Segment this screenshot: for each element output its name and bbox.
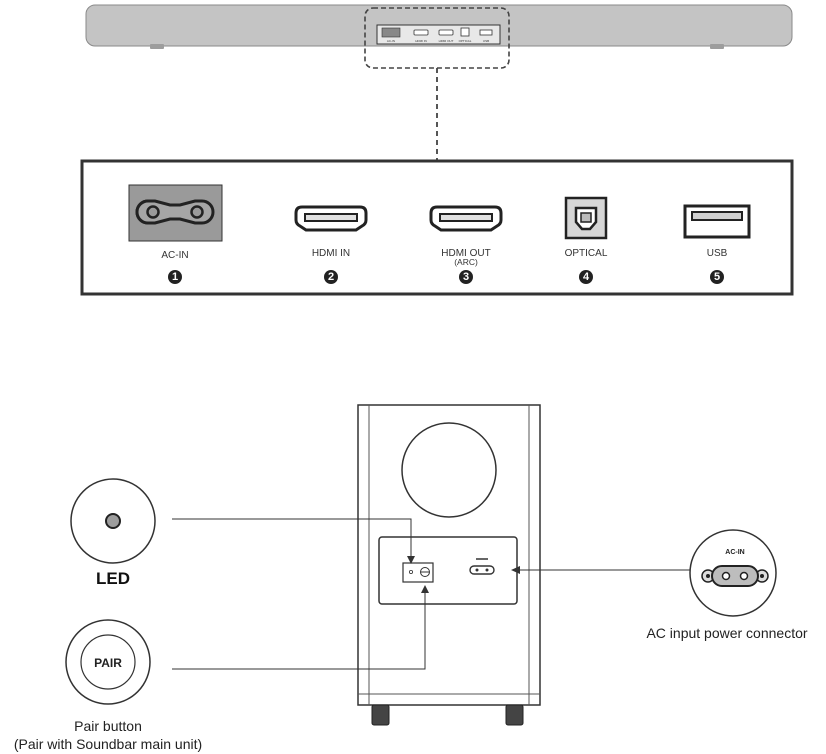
port-optical: OPTICAL 4	[564, 196, 608, 284]
optical-port-icon	[564, 196, 608, 240]
port-number-badge: 3	[459, 270, 473, 284]
led-indicator-icon	[105, 513, 121, 529]
soundbar-port-strip: AC-IN HDMI IN HDMI OUT OPTICAL USB	[376, 24, 501, 45]
pair-button	[80, 634, 136, 690]
port-label: OPTICAL	[565, 248, 608, 259]
usb-port-icon	[683, 204, 751, 239]
ac-leader-line	[511, 566, 690, 574]
port-sublabel: (ARC)	[454, 257, 478, 267]
port-ac-in: AC-IN 1	[128, 184, 223, 284]
ac-zoom-label: AC-IN	[725, 549, 744, 556]
port-number-badge: 2	[324, 270, 338, 284]
pair-button-zoom: PAIR Pair button (Pair with Soundbar mai…	[14, 619, 202, 752]
port-usb: USB 5	[683, 204, 751, 284]
svg-text:1: 1	[172, 271, 178, 283]
port-hdmi-out-arc: HDMI OUT (ARC) 3	[429, 205, 503, 284]
port-number-badge: 4	[579, 270, 593, 284]
svg-text:4: 4	[583, 271, 590, 283]
subwoofer-driver	[401, 422, 497, 518]
zoom-indicator	[364, 7, 510, 160]
hdmi-port-icon	[294, 205, 368, 232]
led-leader-line	[172, 518, 415, 564]
port-label: USB	[707, 248, 728, 259]
svg-text:HDMI OUT: HDMI OUT	[439, 39, 454, 43]
svg-text:HDMI IN: HDMI IN	[415, 39, 427, 43]
led-label: LED	[96, 569, 130, 588]
subwoofer-feet	[371, 704, 524, 726]
pair-caption-line2: (Pair with Soundbar main unit)	[14, 736, 202, 752]
port-label: HDMI OUT	[441, 248, 490, 259]
port-hdmi-in: HDMI IN 2	[294, 205, 368, 284]
port-label: AC-IN	[161, 250, 188, 261]
port-label: HDMI IN	[312, 248, 350, 259]
hdmi-port-icon	[429, 205, 503, 232]
ac-power-socket-icon	[701, 565, 769, 587]
pair-leader-line	[172, 585, 429, 670]
subwoofer-rear-panel	[378, 536, 518, 605]
port-number-badge: 5	[710, 270, 724, 284]
svg-text:5: 5	[714, 271, 720, 283]
svg-text:AC-IN: AC-IN	[387, 39, 395, 43]
svg-text:OPTICAL: OPTICAL	[459, 39, 472, 43]
ac-in-zoom: AC-IN AC input power connector	[646, 529, 808, 641]
ac-input-caption: AC input power connector	[646, 625, 807, 641]
svg-text:USB: USB	[483, 39, 489, 43]
led-zoom: LED	[70, 478, 156, 588]
pair-caption-line1: Pair button	[74, 718, 142, 734]
svg-text:2: 2	[328, 271, 334, 283]
pair-button-label: PAIR	[94, 656, 122, 670]
port-number-badge: 1	[168, 270, 182, 284]
svg-text:3: 3	[463, 271, 469, 283]
ac-power-socket-icon	[128, 184, 223, 242]
